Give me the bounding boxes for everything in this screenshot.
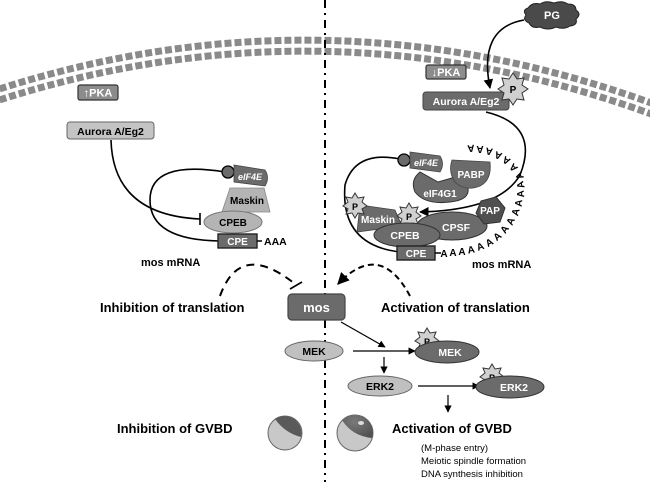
mos-box: mos	[287, 293, 346, 321]
phospho-label: P	[510, 85, 517, 96]
erk2-label: ERK2	[366, 381, 394, 393]
right-aurora-box: Aurora A/Eg2	[422, 91, 510, 111]
pabp-label: PABP	[457, 170, 484, 181]
left-maskin-label: Maskin	[230, 196, 264, 207]
eif4g1-label: eIF4G1	[423, 189, 457, 200]
right-mrna-label: mos mRNA	[472, 259, 531, 271]
polya-letter: A	[467, 244, 476, 256]
left-cap-icon	[221, 165, 235, 179]
mek-p-label: MEK	[438, 347, 462, 359]
polya-letter: A	[458, 247, 465, 258]
pap-label: PAP	[480, 206, 500, 217]
phospho-label: P	[424, 337, 430, 347]
polya-letter: A	[501, 153, 513, 166]
aurora-to-cpeb-arrow	[419, 111, 527, 217]
right-pka-label: ↓PKA	[432, 67, 461, 79]
right-cap-icon	[397, 153, 411, 167]
polya-letter: A	[514, 199, 526, 207]
mek-phosphorylated: MEK	[414, 340, 480, 364]
right-aurora-label: Aurora A/Eg2	[433, 96, 500, 108]
polya-letter: A	[449, 248, 456, 259]
note-spindle: Meiotic spindle formation	[421, 456, 526, 467]
left-pka-label: ↑PKA	[84, 88, 113, 100]
pap: PAP	[475, 196, 506, 225]
polya-letter: A	[505, 216, 518, 227]
left-polya-tail: AAA	[264, 236, 287, 248]
polya-letter: A	[514, 170, 527, 181]
phospho-label: P	[406, 212, 412, 222]
cpsf-label: CPSF	[442, 222, 471, 234]
left-mrna-label: mos mRNA	[141, 257, 200, 269]
note-dna-synthesis: DNA synthesis inhibition	[421, 469, 523, 480]
left-dashed-inhibition	[219, 263, 296, 297]
polya-letter: A	[484, 237, 496, 250]
polya-letter: A	[467, 142, 475, 154]
left-cpeb-label: CPEB	[219, 218, 247, 229]
erk2-p-label: ERK2	[500, 382, 528, 394]
right-eif4e-label: eIF4E	[414, 158, 439, 168]
left-aurora-inhibition-line	[110, 139, 201, 220]
left-aurora-label: Aurora A/Eg2	[77, 126, 144, 138]
polya-letter: A	[516, 190, 528, 198]
left-maskin: Maskin	[221, 187, 271, 213]
mos-arrow	[340, 321, 386, 348]
left-eif4e-label: eIF4E	[238, 172, 263, 182]
phospho-label: P	[352, 202, 358, 212]
right-eif4e: eIF4E	[409, 151, 443, 173]
maskin-phospho-icon: P	[342, 192, 368, 219]
pg-cloud: PG	[523, 1, 580, 30]
right-cpe-label: CPE	[406, 249, 427, 260]
right-cpeb-label: CPEB	[390, 230, 420, 242]
mek-unphosphorylated: MEK	[284, 340, 344, 362]
right-maskin-label: Maskin	[361, 215, 395, 226]
mek-label: MEK	[302, 346, 326, 358]
polya-letter: A	[493, 148, 504, 161]
right-outcome-gvbd: Activation of GVBD	[392, 421, 512, 436]
right-cpe: CPE	[396, 245, 436, 261]
left-aurora-box: Aurora A/Eg2	[66, 121, 155, 140]
polya-letter: A	[440, 249, 447, 260]
right-dashed-activation	[337, 263, 411, 297]
polya-letter: A	[510, 207, 522, 217]
aurora-phospho-icon: P	[497, 72, 529, 106]
cell-membrane	[0, 36, 650, 118]
left-outcome-gvbd: Inhibition of GVBD	[117, 421, 233, 436]
polya-letter: A	[485, 144, 494, 156]
pg-to-aurora-arrow	[483, 19, 525, 89]
left-mrna-loop	[149, 168, 226, 242]
right-cpeb: CPEB	[373, 222, 441, 248]
mos-label: mos	[303, 300, 330, 315]
right-mrna-loop	[343, 156, 401, 253]
erk2-phosphorylated: ERK2	[475, 375, 545, 399]
right-pka-box: ↓PKA	[425, 64, 467, 80]
note-m-phase: (M-phase entry)	[421, 443, 488, 454]
pg-label: PG	[544, 10, 560, 22]
erk2-unphosphorylated: ERK2	[347, 375, 413, 397]
polya-letter: A	[515, 180, 527, 190]
pabp: PABP	[450, 159, 491, 189]
left-pka-box: ↑PKA	[77, 84, 119, 101]
left-cpeb: CPEB	[203, 210, 263, 234]
left-eif4e: eIF4E	[233, 164, 268, 187]
left-oocyte-icon	[267, 415, 303, 451]
left-outcome-translation: Inhibition of translation	[100, 300, 244, 315]
right-outcome-translation: Activation of translation	[381, 300, 530, 315]
left-cpe-label: CPE	[227, 237, 248, 248]
polya-letter: A	[476, 143, 483, 154]
polya-letter: A	[475, 241, 486, 254]
right-oocyte-icon	[336, 414, 374, 452]
left-cpe: CPE	[217, 233, 258, 249]
